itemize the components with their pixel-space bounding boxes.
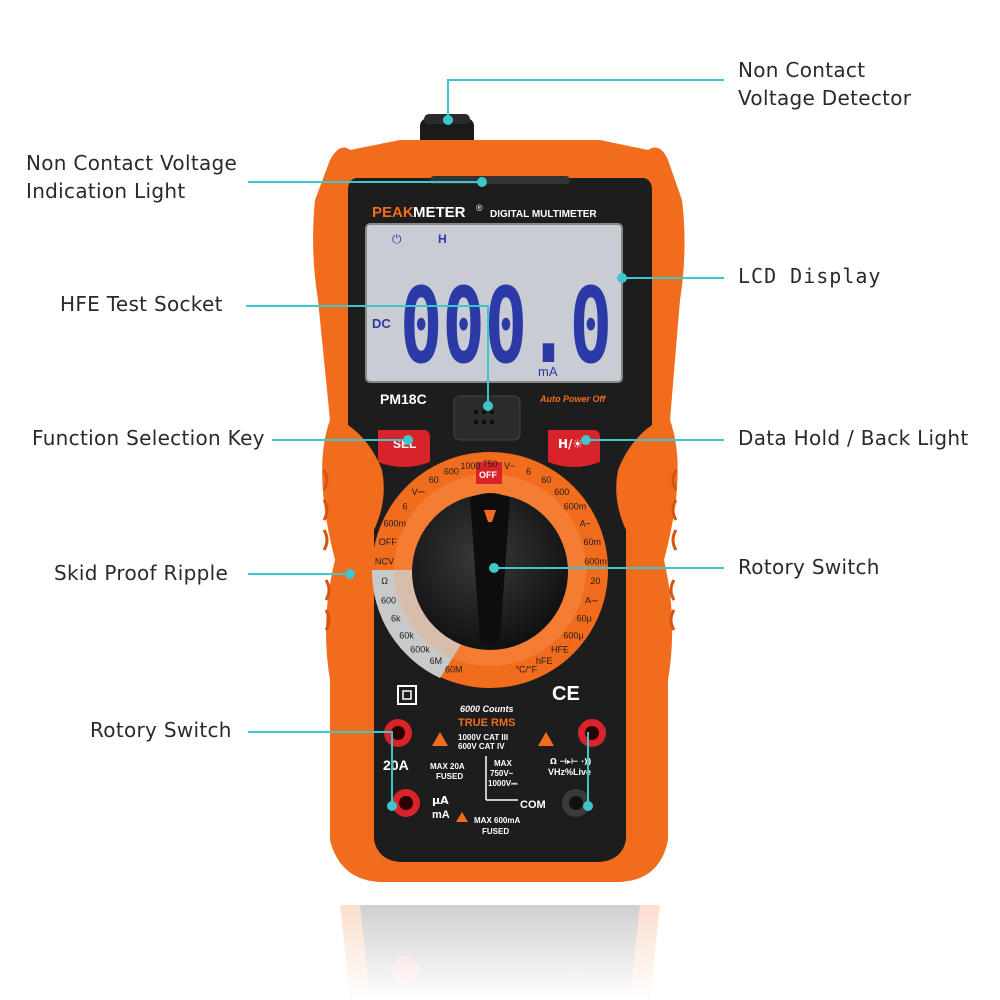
dial-label: OFF	[379, 537, 397, 547]
dial-label: 60	[429, 475, 439, 485]
dial-label: °C/°F	[515, 665, 537, 675]
lcd-screen	[365, 223, 623, 383]
dial-label: 600	[381, 595, 396, 605]
dial-label: 6	[402, 502, 407, 512]
dial-labels: 60M6M600k60k6k600ΩNCVOFF600m6V⎓606001000…	[375, 459, 607, 675]
dial-label: 600μ	[563, 630, 583, 640]
lcd-unit: mA	[538, 364, 558, 379]
dial-label: A⎓	[585, 595, 598, 605]
dial-label: 600	[444, 466, 459, 476]
dial-label: 6k	[391, 614, 401, 624]
dial-ring-gray	[371, 570, 470, 678]
dial-label: HFE	[551, 645, 569, 655]
sel-button[interactable]: SEL	[378, 430, 430, 467]
dial-label: 600k	[410, 645, 430, 655]
callout-skid-proof-ripple: Skid Proof Ripple	[54, 561, 229, 585]
leader-hfe-socket	[246, 305, 489, 406]
callout-lcd-display: LCD Display	[738, 264, 882, 288]
auto-power-off: Auto Power Off	[539, 394, 606, 404]
terminal-ua-label: μA	[432, 794, 449, 807]
lcd-power-icon: ⏻	[392, 232, 402, 246]
counts-label: 6000 Counts	[460, 704, 514, 714]
max-600ma-label: MAX 600mA	[474, 816, 520, 825]
hold-backlight-button[interactable]: H/☀	[548, 430, 600, 467]
max-20a-label: MAX 20A	[430, 762, 465, 771]
warning-triangle-left	[432, 732, 448, 746]
dial-off-marker	[476, 462, 502, 484]
dial-label: 750	[482, 459, 497, 469]
max-v-label: MAX	[494, 759, 512, 768]
com-label: COM	[520, 799, 546, 811]
terminal-v-label: Ω ⊣▸⊢ ·))	[550, 757, 591, 766]
max-v-ac: 750V~	[490, 769, 514, 778]
dial-label: 60	[541, 475, 551, 485]
terminal-v-label-2: VHz%Live	[548, 767, 591, 777]
terminal-ma-label: mA	[432, 809, 450, 821]
dial-label: 600	[554, 487, 569, 497]
dial-label: Ω	[381, 576, 388, 586]
model-number: PM18C	[380, 391, 427, 407]
dial-label: NCV	[375, 556, 394, 566]
lcd-dc-indicator: DC	[372, 316, 391, 331]
dial-label: 6	[526, 466, 531, 476]
reflection	[0, 900, 1000, 1000]
dial-label: 60k	[399, 630, 414, 640]
ce-mark: CE	[552, 683, 580, 705]
cat-rating-1: 1000V CAT III	[458, 733, 508, 742]
product-line: DIGITAL MULTIMETER	[490, 209, 597, 220]
brand-meter: METER	[413, 204, 466, 221]
leader-lines	[246, 79, 724, 811]
skid-ripples	[322, 469, 678, 631]
leader-terminals	[248, 731, 393, 806]
leader-ncv-detector	[447, 79, 724, 120]
dial-label: 600m	[383, 519, 406, 529]
max-v-dc: 1000V⎓	[488, 779, 518, 788]
lcd-digits: 000.0	[400, 265, 612, 387]
dial-label: 60μ	[577, 614, 592, 624]
hfe-socket	[453, 395, 521, 441]
callout-non-contact-voltage-detector: Non Contact Voltage Detector	[738, 58, 912, 110]
terminal-20a-label: 20A	[383, 757, 409, 773]
dial-label: 6M	[430, 656, 443, 666]
dial-label: V⎓	[412, 487, 425, 497]
brand-reg: ®	[476, 203, 483, 213]
dial-label: 600m	[564, 502, 587, 512]
warning-triangle-right	[538, 732, 554, 746]
dial-label: 60m	[583, 537, 601, 547]
dial-label: V~	[504, 461, 515, 471]
max-600ma-fused: FUSED	[482, 827, 509, 836]
dial-label: 1000	[460, 461, 480, 471]
callout-rotary-switch-terminals: Rotory Switch	[90, 718, 232, 742]
callout-function-selection-key: Function Selection Key	[32, 426, 265, 450]
cat-rating-2: 600V CAT IV	[458, 742, 505, 751]
dial-label: 60M	[445, 665, 463, 675]
dial-label: 600m	[584, 556, 607, 566]
dial-label: A~	[580, 519, 591, 529]
dial-off-label: OFF	[479, 470, 497, 480]
max-20a-fused: FUSED	[436, 772, 463, 781]
hold-button-label: H/☀	[558, 437, 583, 451]
double-insulation-symbol	[397, 685, 417, 705]
dial-label: 20	[590, 576, 600, 586]
callout-non-contact-indication-light: Non Contact Voltage Indication Light	[26, 151, 238, 203]
callout-rotary-switch: Rotory Switch	[738, 555, 880, 579]
callout-hfe-test-socket: HFE Test Socket	[60, 292, 223, 316]
brand-peak: PEAK	[372, 204, 414, 221]
callout-data-hold-back-light: Data Hold / Back Light	[738, 426, 969, 450]
true-rms-label: TRUE RMS	[458, 717, 515, 729]
dial-label: hFE	[536, 656, 553, 666]
lcd-hold-indicator: H	[438, 232, 447, 246]
